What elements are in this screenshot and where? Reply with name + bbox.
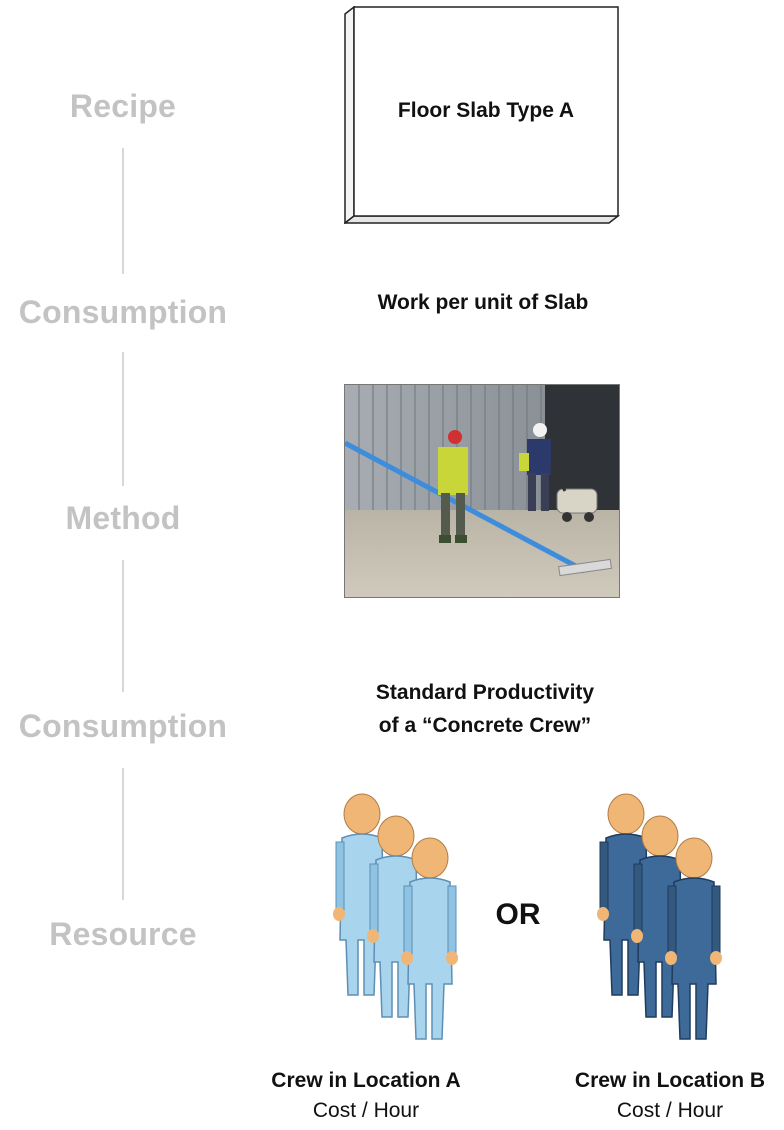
recipe-box: Floor Slab Type A: [344, 6, 620, 224]
recipe-box-label: Floor Slab Type A: [397, 99, 575, 122]
consumption-text-1: Work per unit of Slab: [377, 291, 589, 314]
crew-a-title: Crew in Location A: [271, 1069, 461, 1092]
level-method: Method: [65, 500, 181, 536]
crew-b-subtitle: Cost / Hour: [616, 1099, 724, 1122]
box-3d-shape: [344, 6, 620, 224]
consumption-text-2: Standard Productivity of a “Concrete Cre…: [320, 676, 650, 742]
crew-b-label: Crew in Location B Cost / Hour: [556, 1066, 784, 1126]
level-recipe: Recipe: [69, 88, 177, 124]
connector-line: [122, 148, 124, 274]
people-group-icon: [333, 793, 458, 1040]
or-label: OR: [495, 898, 541, 931]
productivity-line-1: Standard Productivity: [375, 681, 595, 704]
productivity-line-2: of a “Concrete Crew”: [378, 714, 592, 737]
people-group-icon: [597, 793, 722, 1040]
level-consumption-1: Consumption: [18, 294, 228, 330]
construction-workers-photo-icon: [345, 385, 619, 597]
method-photo: [344, 384, 620, 598]
connector-line: [122, 352, 124, 486]
crew-b-title: Crew in Location B: [574, 1069, 766, 1092]
crew-b-people-icon: [582, 790, 728, 1042]
crew-a-subtitle: Cost / Hour: [312, 1099, 420, 1122]
level-consumption-2: Consumption: [18, 708, 228, 744]
level-resource: Resource: [49, 916, 197, 952]
connector-line: [122, 768, 124, 900]
crew-a-label: Crew in Location A Cost / Hour: [248, 1066, 484, 1126]
connector-line: [122, 560, 124, 692]
crew-a-people-icon: [318, 790, 464, 1042]
